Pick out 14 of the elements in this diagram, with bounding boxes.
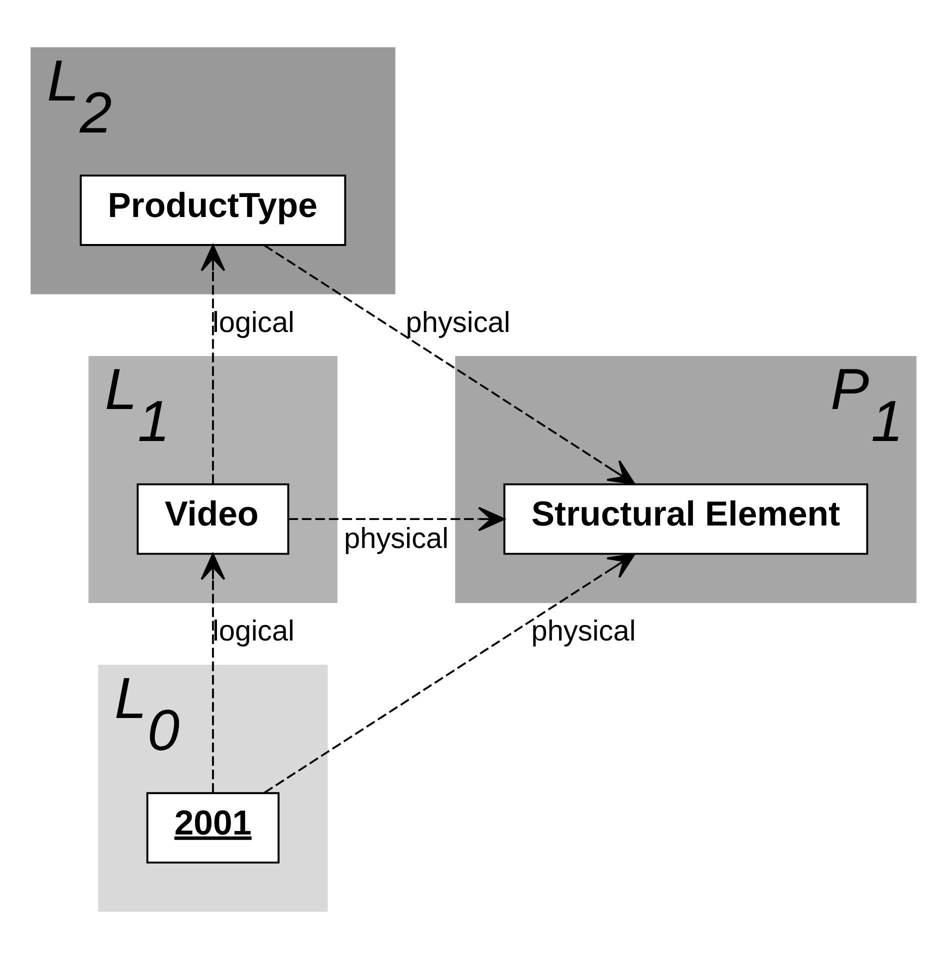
arrow xyxy=(264,553,636,794)
edge-label: physical xyxy=(531,616,636,648)
node-box: Structural Element xyxy=(503,483,868,555)
arrow xyxy=(264,244,636,485)
edge-label: physical xyxy=(344,523,449,556)
edge-label: physical xyxy=(406,306,510,339)
arrow xyxy=(288,506,505,532)
node-box: 2001 xyxy=(146,792,280,864)
node-box: ProductType xyxy=(80,174,346,246)
arrow xyxy=(200,244,226,484)
node-box: Video xyxy=(136,483,290,555)
arrow xyxy=(200,553,226,793)
edge-label: logical xyxy=(212,306,295,339)
edge-label: logical xyxy=(212,616,295,648)
